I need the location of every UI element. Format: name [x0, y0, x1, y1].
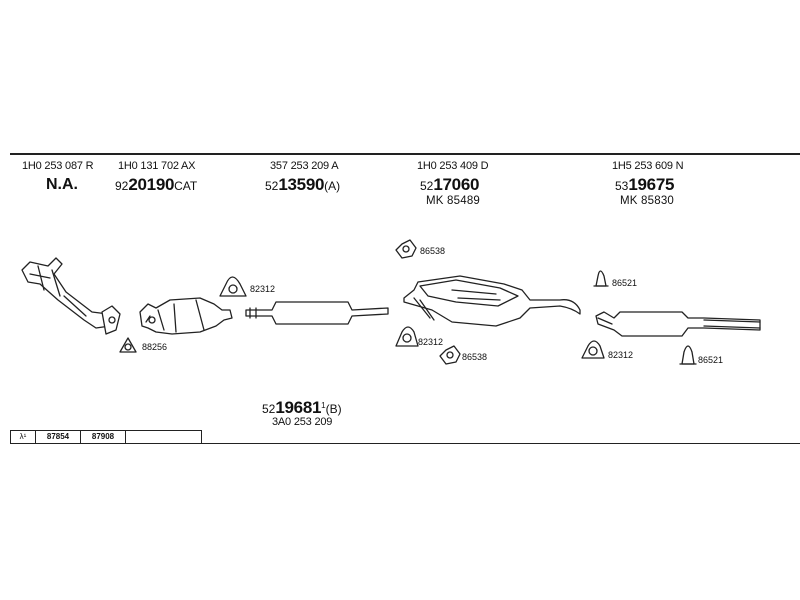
lambda-sensor-table: λ¹ 87854 87908: [10, 430, 202, 444]
rubber-mount-86538-top: [395, 239, 417, 259]
part-number-rear-silencer: 1H5 253 609 N: [612, 160, 684, 172]
label-clamp-c: 82312: [608, 350, 634, 360]
rubber-mount-86538-mid: [439, 345, 461, 365]
downpipe-part: [21, 257, 121, 335]
label-clamp-a: 82312: [250, 284, 276, 294]
alt-ref-main: 19681: [275, 398, 322, 417]
label-rubber-top: 86538: [420, 246, 446, 256]
bottom-rule: [200, 443, 800, 444]
middle-silencer-mount-kit: MK 85489: [426, 195, 481, 207]
clamp-82312-c: [581, 340, 605, 359]
front-pipe-ref: 5213590(A): [265, 175, 340, 196]
alt-front-pipe-ref: 52196811(B): [262, 396, 342, 419]
rear-silencer-ref-prefix: 53: [615, 179, 629, 193]
hanger-86521-bottom: [679, 345, 697, 365]
label-hanger-bottom: 86521: [698, 355, 724, 365]
front-pipe-ref-main: 13590: [278, 175, 325, 194]
top-rule: [10, 153, 800, 155]
label-gasket-front: 88256: [142, 342, 168, 352]
clamp-82312-b: [395, 326, 419, 347]
catalyst-ref-prefix: 92: [115, 179, 129, 193]
rear-silencer-mount-kit: MK 85830: [620, 195, 675, 207]
rear-silencer-ref: 5319675: [615, 175, 674, 196]
rear-silencer-ref-main: 19675: [628, 175, 675, 194]
lambda-symbol: λ¹: [11, 431, 36, 443]
middle-silencer-ref-main: 17060: [433, 175, 480, 194]
middle-silencer-ref: 5217060: [420, 175, 479, 196]
front-pipe-ref-prefix: 52: [265, 179, 279, 193]
middle-silencer-ref-prefix: 52: [420, 179, 434, 193]
label-hanger-top: 86521: [612, 278, 638, 288]
hanger-86521-top: [593, 270, 609, 287]
part-number-downpipe: 1H0 253 087 R: [22, 160, 94, 172]
rear-silencer-part: [595, 311, 761, 337]
catalyst-ref-suffix: CAT: [174, 179, 198, 193]
label-rubber-mid: 86538: [462, 352, 488, 362]
lambda-cell-2: 87908: [81, 431, 126, 443]
label-clamp-b: 82312: [418, 337, 444, 347]
part-number-middle-silencer: 1H0 253 409 D: [417, 160, 489, 172]
clamp-82312-a: [219, 276, 247, 297]
catalyst-ref-main: 20190: [128, 175, 175, 194]
middle-silencer-part: [403, 275, 581, 327]
alt-ref-sup: 1: [321, 401, 326, 410]
alt-ref-suffix: (B): [325, 402, 342, 416]
alt-ref-prefix: 52: [262, 402, 276, 416]
lambda-cell-empty: [126, 431, 201, 443]
downpipe-not-available: N.A.: [46, 176, 78, 193]
catalytic-converter-part: [139, 297, 233, 335]
part-number-front-pipe: 357 253 209 A: [270, 160, 339, 172]
front-pipe-part: [245, 301, 389, 325]
catalyst-ref: 9220190CAT: [115, 175, 197, 196]
front-pipe-ref-suffix: (A): [324, 179, 341, 193]
gasket-88256: [119, 337, 137, 353]
alt-front-pipe-part-number: 3A0 253 209: [272, 416, 333, 428]
lambda-cell-1: 87854: [36, 431, 81, 443]
part-number-catalyst: 1H0 131 702 AX: [118, 160, 196, 172]
